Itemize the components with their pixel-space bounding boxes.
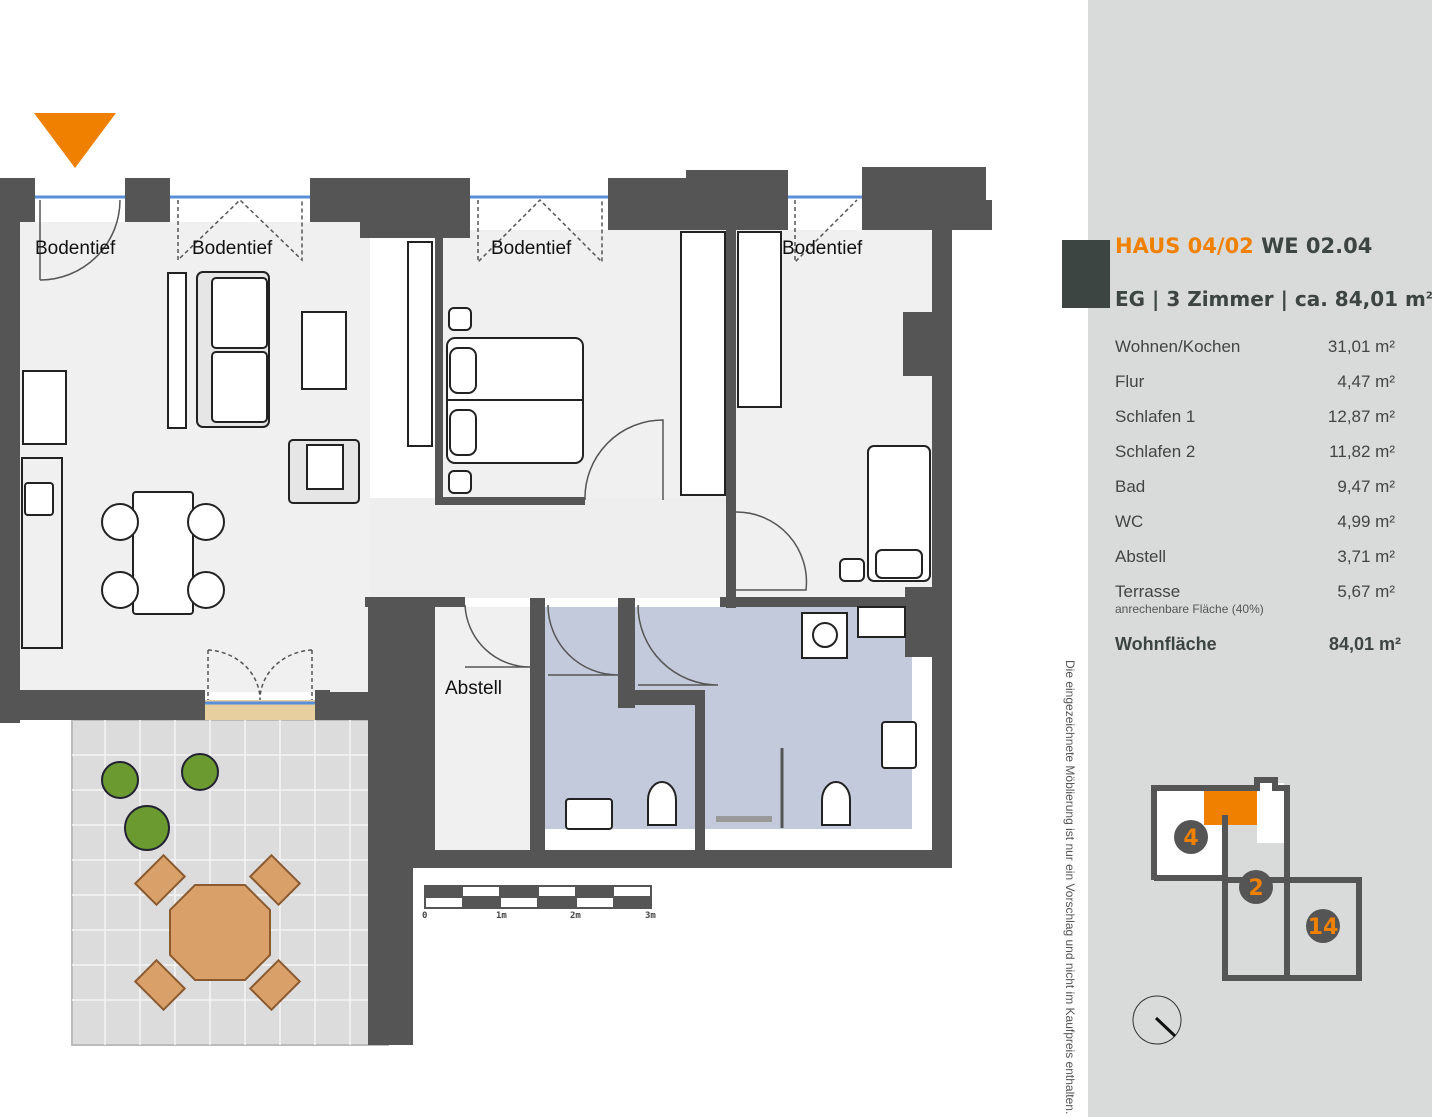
toilet bbox=[647, 781, 677, 826]
terrace-door-sill bbox=[205, 700, 315, 720]
nightstand bbox=[839, 558, 865, 582]
area-sup: 2 bbox=[1425, 290, 1432, 302]
wardrobe bbox=[680, 231, 726, 496]
building-badge: 2 bbox=[1248, 876, 1263, 901]
floor-hall bbox=[370, 498, 736, 598]
floor-abstell bbox=[435, 607, 530, 850]
nightstand bbox=[448, 307, 472, 331]
room-row: Wohnen/Kochen 31,01 m² bbox=[1115, 337, 1405, 372]
terrace-chair bbox=[133, 958, 187, 1012]
room-name: Wohnen/Kochen bbox=[1115, 337, 1241, 356]
room-note: anrechenbare Fläche (40%) bbox=[1115, 602, 1264, 616]
room-row: Schlafen 2 11,82 m² bbox=[1115, 442, 1405, 477]
coffee-table bbox=[301, 311, 347, 390]
room-row: Terrasse 5,67 m² anrechenbare Fläche (40%) bbox=[1115, 582, 1405, 617]
scale-label: 2m bbox=[570, 911, 581, 921]
title-block bbox=[1062, 240, 1110, 308]
room-row: Flur 4,47 m² bbox=[1115, 372, 1405, 407]
room-area: 3,71 m² bbox=[1337, 547, 1395, 566]
window-label: Bodentief bbox=[192, 238, 273, 259]
scale-label: 1m bbox=[496, 911, 507, 921]
plant-icon bbox=[101, 761, 139, 799]
room-area: 11,82 m² bbox=[1329, 442, 1395, 461]
room-label-abstell: Abstell bbox=[445, 678, 502, 699]
single-bed bbox=[867, 445, 931, 582]
cabinet bbox=[857, 606, 906, 638]
nightstand bbox=[448, 470, 472, 494]
room-name: Abstell bbox=[1115, 547, 1167, 566]
floor-bath bbox=[635, 607, 912, 829]
room-name: Schlafen 1 bbox=[1115, 407, 1196, 426]
room-area: 12,87 m² bbox=[1327, 407, 1395, 426]
unit-label: WE 02.04 bbox=[1261, 234, 1373, 258]
unit-subtitle: EG | 3 Zimmer | ca. 84,01 m2 bbox=[1115, 287, 1432, 311]
plant-icon bbox=[181, 753, 219, 791]
room-area: 4,47 m² bbox=[1337, 372, 1395, 391]
terrace-chair bbox=[248, 958, 302, 1012]
scale-label: 0 bbox=[422, 911, 427, 921]
furniture bbox=[21, 231, 931, 830]
haus-label: HAUS 04/02 bbox=[1115, 234, 1254, 258]
floor-label: EG bbox=[1115, 287, 1146, 311]
building-badge: 14 bbox=[1308, 915, 1339, 940]
room-area: 9,47 m² bbox=[1337, 477, 1395, 496]
scale-bar: 0 1m 2m 3m bbox=[422, 885, 656, 921]
terrace-chair bbox=[248, 853, 302, 907]
dining-table bbox=[132, 491, 194, 615]
room-area: 5,67 m² bbox=[1337, 582, 1395, 601]
terrace-chair bbox=[133, 853, 187, 907]
compass-icon bbox=[1132, 995, 1182, 1045]
room-name: Flur bbox=[1115, 372, 1145, 391]
entrance-arrow-icon bbox=[34, 113, 116, 168]
sink bbox=[565, 798, 613, 830]
scale-label: 3m bbox=[645, 911, 656, 921]
room-row: WC 4,99 m² bbox=[1115, 512, 1405, 547]
rooms-count: 3 Zimmer bbox=[1166, 287, 1274, 311]
room-row: Bad 9,47 m² bbox=[1115, 477, 1405, 512]
window-label: Bodentief bbox=[782, 238, 863, 259]
room-name: Bad bbox=[1115, 477, 1146, 496]
room-row: Abstell 3,71 m² bbox=[1115, 547, 1405, 582]
disclaimer: Die eingezeichnete Möblierung ist nur ei… bbox=[1063, 660, 1077, 1115]
sideboard bbox=[167, 272, 187, 429]
room-area: 31,01 m² bbox=[1327, 337, 1395, 356]
room-name: WC bbox=[1115, 512, 1144, 531]
plant-icon bbox=[124, 805, 170, 851]
room-row: Schlafen 1 12,87 m² bbox=[1115, 407, 1405, 442]
walls bbox=[0, 167, 992, 1045]
wardrobe bbox=[407, 241, 433, 447]
room-area: 4,99 m² bbox=[1337, 512, 1395, 531]
doors bbox=[39, 198, 858, 701]
stove-icon bbox=[24, 482, 54, 516]
room-list: Wohnen/Kochen 31,01 m² Flur 4,47 m² Schlaf… bbox=[1115, 337, 1405, 617]
sink bbox=[881, 721, 917, 769]
terrace bbox=[71, 719, 389, 1046]
wardrobe bbox=[737, 231, 782, 408]
building-badge: 4 bbox=[1183, 826, 1198, 851]
toilet bbox=[821, 781, 851, 826]
room-name: Schlafen 2 bbox=[1115, 442, 1196, 461]
total-row: Wohnfläche 84,01 m² bbox=[1115, 634, 1405, 655]
unit-title: HAUS 04/02 WE 02.04 bbox=[1115, 234, 1372, 258]
window-label: Bodentief bbox=[35, 238, 116, 259]
area-label: ca. 84,01 m bbox=[1294, 287, 1426, 311]
fridge bbox=[22, 370, 67, 445]
window-label: Bodentief bbox=[491, 238, 572, 259]
floor-plan: Bodentief Bodentief Bodentief Bodentief … bbox=[0, 113, 992, 1046]
total-area: 84,01 m² bbox=[1328, 634, 1401, 654]
terrace-table bbox=[169, 884, 271, 981]
total-label: Wohnfläche bbox=[1115, 634, 1217, 654]
room-name: Terrasse bbox=[1115, 582, 1181, 601]
key-plan: 4 2 14 bbox=[1132, 777, 1362, 1045]
info-panel bbox=[1088, 0, 1432, 1117]
